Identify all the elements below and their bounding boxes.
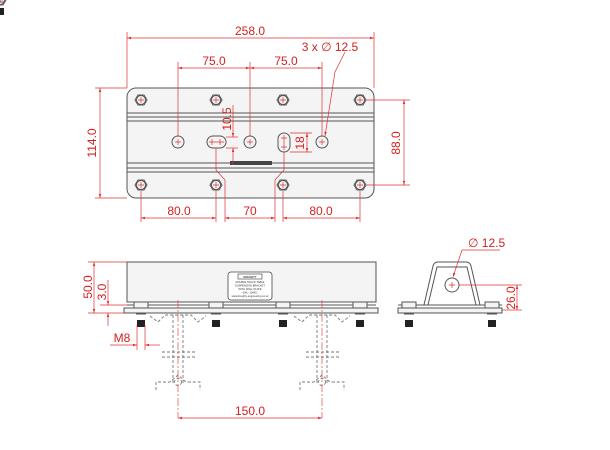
- dim-hole-height: 26.0: [504, 286, 518, 310]
- top-dimension-lines: [98, 36, 406, 220]
- base-plate: [123, 307, 379, 314]
- product-label: DOUGHTY DOUBLE TRACK TABLE SUSPENSION BR…: [227, 271, 273, 301]
- front-dimension-lines: [88, 261, 322, 420]
- dim-plate-thickness: 3.0: [95, 283, 109, 300]
- label-line: SWL: 100KG: [242, 291, 257, 295]
- top-view: 258.0 75.0 75.0 3 x ∅ 12.5 114.0 88.0 10…: [0, 0, 410, 222]
- rails-dashed: [149, 314, 351, 390]
- dim-bolt-row-spacing: 88.0: [389, 131, 403, 155]
- front-view: DOUGHTY DOUBLE TRACK TABLE SUSPENSION BR…: [0, 1, 379, 420]
- top-label-plate: [230, 161, 272, 165]
- dim-overall-length: 258.0: [235, 24, 265, 38]
- horizontal-slot: [206, 135, 227, 149]
- label-line: WITH WALL PLATE: [239, 287, 262, 291]
- dim-hole-spacing-left: 75.0: [202, 54, 226, 68]
- dim-bolt-spacing-left: 80.0: [167, 204, 191, 218]
- bolt-size: M8: [114, 331, 131, 345]
- dim-height: 50.0: [81, 275, 95, 299]
- label-line: DOUBLE TRACK TABLE: [236, 280, 265, 284]
- dim-overall-width: 114.0: [85, 128, 99, 157]
- label-line: www.doughty-engineering.co.uk: [232, 294, 269, 298]
- label-line: SUSPENSION BRACKET: [235, 284, 265, 288]
- dim-bolt-spacing-right: 80.0: [309, 204, 333, 218]
- dim-slot-spacing: 70: [243, 204, 257, 218]
- dim-hole-spacing-right: 75.0: [274, 54, 298, 68]
- side-bracket-inner: [424, 266, 480, 306]
- rail-grooves: [127, 112, 374, 173]
- dim-slot-offset: 10.5: [220, 107, 234, 131]
- side-bracket-outer: [410, 261, 494, 306]
- bolts: [0, 1, 368, 328]
- side-view: ∅ 12.5 26.0: [397, 236, 522, 328]
- side-base-plate: [397, 307, 503, 314]
- dim-slot-length: 18: [293, 136, 307, 150]
- hole-callout: 3 x ∅ 12.5: [302, 40, 359, 54]
- label-brand: DOUGHTY: [244, 275, 257, 279]
- dim-rail-spacing: 150.0: [235, 404, 265, 418]
- side-hole-diameter: ∅ 12.5: [468, 236, 505, 250]
- top-extension-lines: [95, 32, 410, 222]
- wall-plate-outline: [126, 87, 375, 199]
